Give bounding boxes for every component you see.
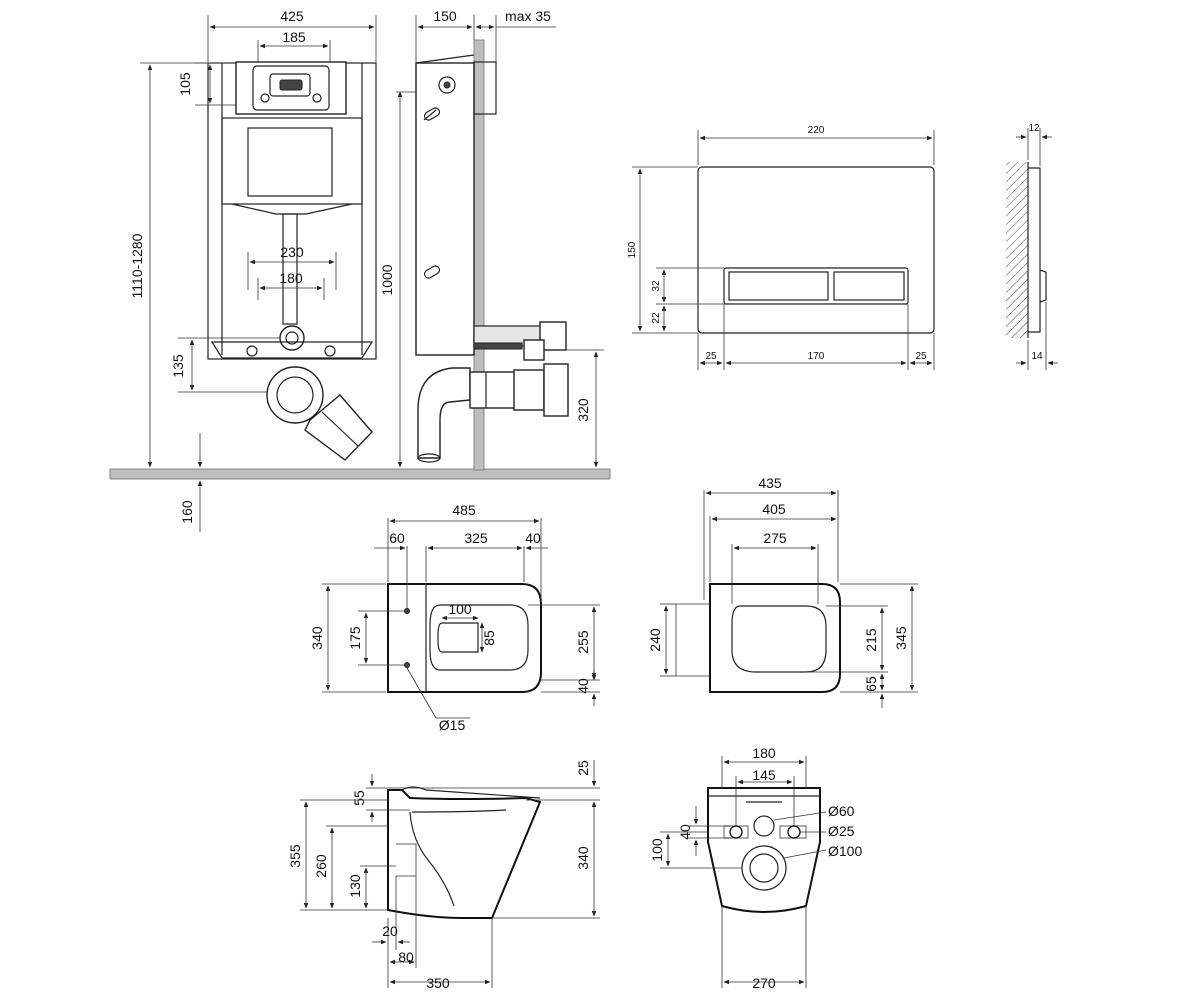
bowl-side-80-label: 80	[398, 949, 414, 965]
seat-mid-label: 405	[762, 501, 786, 517]
bowl-side-55-label: 55	[351, 790, 367, 806]
dim-side-depth: 150	[415, 8, 475, 62]
dim-bowl-top: 485 60 325 40 100 85 340 175 255 40 Ø15	[309, 502, 600, 733]
dim-side-max: max 35	[475, 8, 556, 62]
dim-pipe-outer: 230	[247, 244, 337, 290]
bowl-side-view	[387, 786, 542, 919]
flush-plate-front	[697, 166, 935, 334]
bowl-side-130-label: 130	[347, 874, 363, 898]
bowl-hole-w-label: 100	[448, 601, 472, 617]
seat-left-h-label: 240	[647, 628, 663, 652]
bowl-side-260-label: 260	[313, 854, 329, 878]
plate-btn-w-label: 170	[808, 351, 825, 362]
plate-margin-left-label: 25	[705, 351, 717, 362]
dim-plate-button-h: 32 22	[651, 267, 724, 332]
back-270-label: 270	[752, 975, 776, 991]
bowl-edge-label: 40	[575, 678, 591, 694]
bowl-holes-label: 175	[347, 626, 363, 650]
side-height-label: 1000	[379, 264, 395, 295]
back-180-label: 180	[752, 745, 776, 761]
seat-inner-label: 275	[763, 530, 787, 546]
side-outlet-label: 320	[575, 398, 591, 422]
dim-pipe-inner: 180	[257, 270, 325, 300]
bowl-inner-label: 255	[575, 630, 591, 654]
seat-top-view	[675, 583, 841, 693]
back-d60-label: Ø60	[828, 803, 855, 819]
bowl-mid-label: 325	[464, 530, 488, 546]
frame-top-label: 105	[177, 72, 193, 96]
plate-side-bottom-label: 14	[1031, 351, 1043, 362]
back-d25-label: Ø25	[828, 823, 855, 839]
dim-bowl-back: 180 145 Ø60 Ø25 Ø100 40 100 270	[649, 745, 862, 991]
plate-width-label: 220	[808, 125, 825, 136]
plate-btn-bottom-label: 22	[651, 312, 662, 324]
bowl-side-25-label: 25	[575, 760, 591, 776]
dim-plate-height: 150	[627, 166, 698, 334]
plate-height-label: 150	[627, 241, 638, 258]
dim-frame-height: 1110-1280	[129, 62, 208, 468]
frame-front-view	[207, 61, 377, 461]
frame-inner-label: 185	[282, 29, 306, 45]
bowl-top-view	[387, 583, 542, 693]
dim-seat: 435 405 275 240 215 345 65	[647, 475, 918, 708]
bowl-side-350-label: 350	[426, 975, 450, 991]
side-max-label: max 35	[505, 8, 551, 24]
seat-inner-h-label: 215	[863, 628, 879, 652]
bowl-side-340-label: 340	[575, 846, 591, 870]
bowl-back-view	[707, 787, 821, 913]
dim-side-height: 1000	[379, 91, 416, 468]
dim-plate-bottom: 25 170 25	[697, 304, 935, 370]
dim-bowl-side: 25 55 355 260 130 340 20 80 350	[287, 760, 600, 991]
pipe-outer-label: 230	[280, 244, 304, 260]
plate-btn-h-label: 32	[651, 280, 662, 292]
floor-label: 160	[179, 500, 195, 524]
dim-side-outlet: 320	[560, 349, 604, 468]
dim-frame-width: 425	[207, 8, 377, 62]
dim-floor: 160	[179, 433, 203, 532]
bowl-side-355-label: 355	[287, 844, 303, 868]
seat-edge-label: 65	[863, 676, 879, 692]
plate-side-top-label: 12	[1028, 123, 1040, 134]
back-145-label: 145	[752, 767, 776, 783]
side-depth-label: 150	[433, 8, 457, 24]
bowl-side-20-label: 20	[382, 923, 398, 939]
frame-side-view	[415, 39, 569, 471]
dim-plate-side: 12 14	[1016, 123, 1058, 370]
bowl-hole-h-label: 85	[481, 630, 497, 646]
dim-plate-width: 220	[697, 125, 935, 165]
bowl-right-label: 40	[525, 530, 541, 546]
dim-drain-height: 135	[170, 337, 280, 393]
dim-frame-top: 105	[177, 62, 236, 106]
back-100-label: 100	[649, 838, 665, 862]
seat-height-label: 345	[893, 626, 909, 650]
bowl-hole-d-label: Ø15	[439, 717, 466, 733]
pipe-inner-label: 180	[279, 270, 303, 286]
plate-margin-right-label: 25	[915, 351, 927, 362]
seat-total-label: 435	[758, 475, 782, 491]
frame-height-label: 1110-1280	[129, 233, 145, 298]
dim-frame-inner: 185	[257, 29, 331, 62]
frame-width-label: 425	[280, 8, 304, 24]
bowl-height-label: 340	[309, 626, 325, 650]
bowl-total-label: 485	[452, 502, 476, 518]
bowl-left-label: 60	[389, 530, 405, 546]
back-d100-label: Ø100	[828, 843, 862, 859]
drain-height-label: 135	[170, 354, 186, 378]
flush-plate-side	[1006, 162, 1047, 338]
floor-line	[109, 468, 611, 480]
